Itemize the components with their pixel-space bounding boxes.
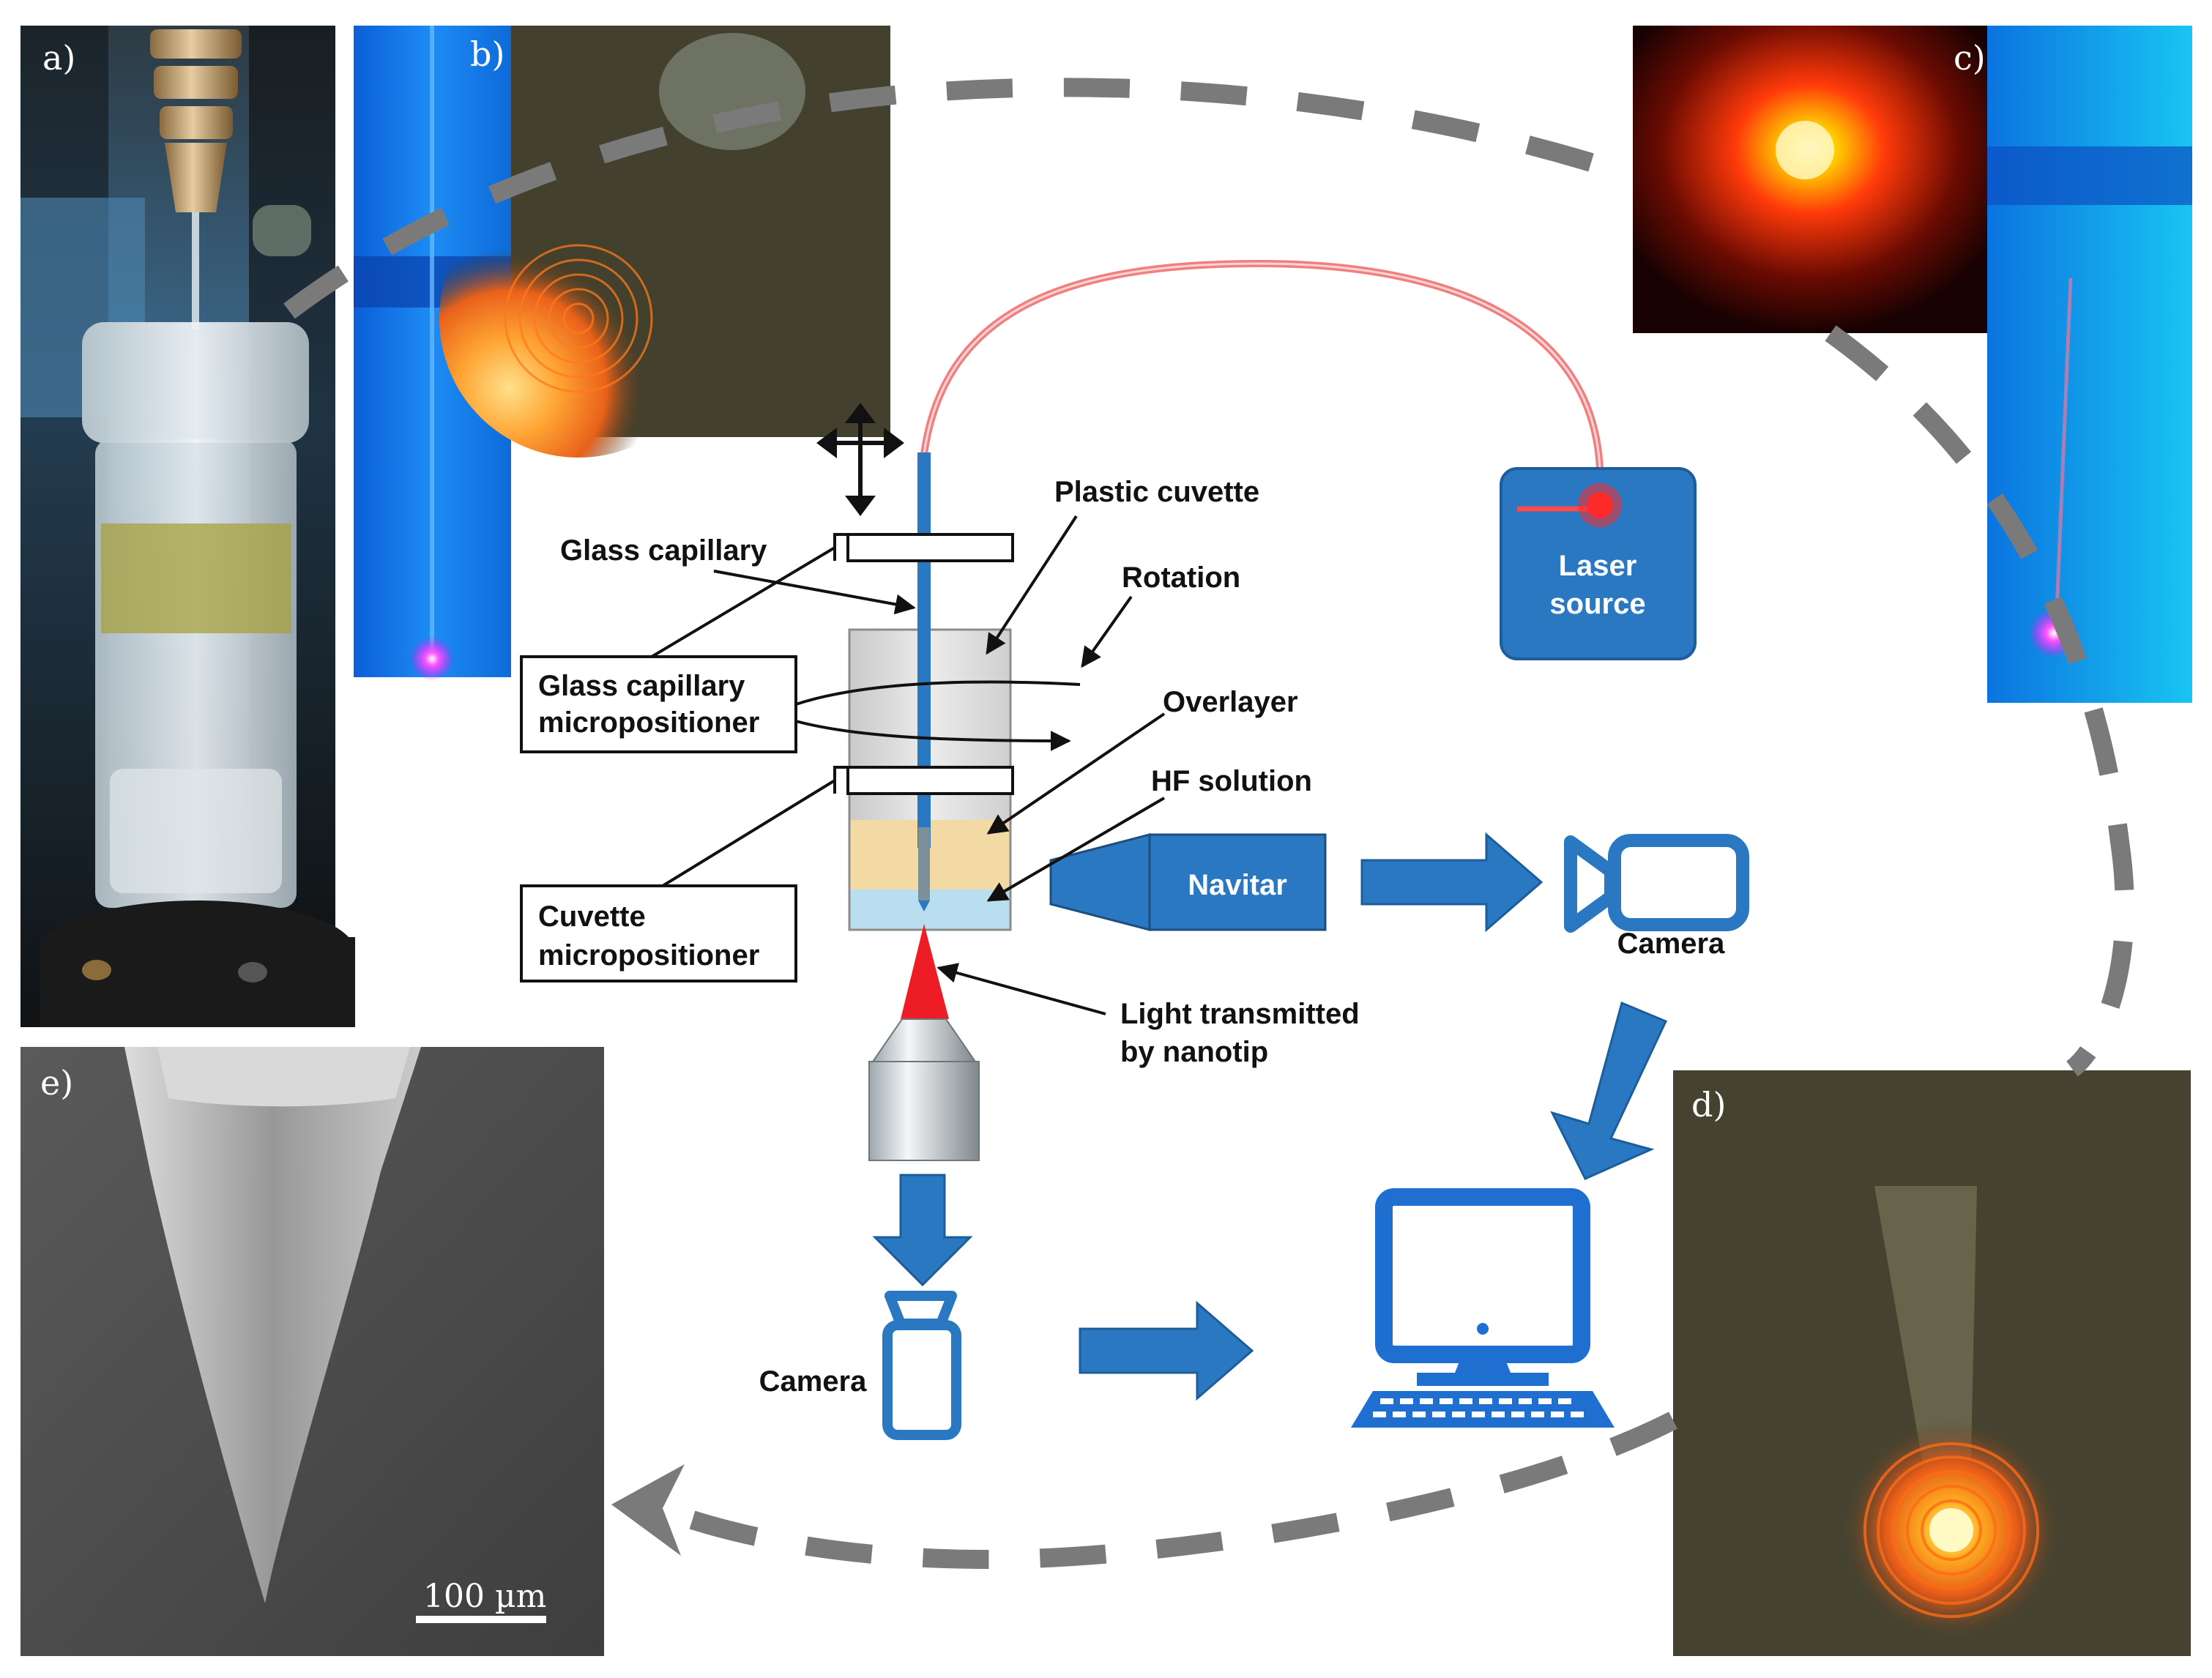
rotation-label: Rotation — [1122, 562, 1240, 594]
camera-right-label: Camera — [1617, 928, 1726, 960]
arrow-bottom-camera-to-computer — [1079, 1300, 1254, 1401]
light-transmitted-label-1: Light transmitted — [1120, 998, 1360, 1030]
light-transmitted-label-2: by nanotip — [1120, 1036, 1268, 1068]
panel-d-label: d) — [1691, 1085, 1726, 1125]
panel-d: d) — [1673, 1070, 2191, 1656]
arrow-camera-to-computer — [1550, 1001, 1668, 1180]
transmitted-light-cone — [901, 924, 949, 1019]
arrow-navitar-to-camera — [1360, 832, 1543, 933]
panel-e-label: e) — [40, 1063, 73, 1103]
navitar-lens: Navitar — [1049, 833, 1327, 931]
cuvette-clamp — [846, 766, 1014, 795]
scale-bar — [416, 1616, 546, 1623]
scale-bar-label: 100 µm — [423, 1578, 546, 1615]
plastic-cuvette-label: Plastic cuvette — [1054, 476, 1259, 508]
arrow-objective-to-camera — [872, 1174, 973, 1287]
panel-d-rings — [1863, 1442, 2039, 1618]
move-arrows-icon — [816, 403, 904, 516]
dashed-loop-arrowhead — [611, 1464, 685, 1556]
glass-capillary-micropositioner-line1: Glass capillary — [538, 670, 745, 702]
panel-a-photo: a) — [21, 26, 355, 1027]
panel-b-rings — [504, 244, 653, 393]
optical-fiber — [920, 259, 1604, 472]
navitar-label: Navitar — [1188, 869, 1287, 901]
glass-capillary-label: Glass capillary — [560, 534, 767, 567]
cuvette-micropositioner-line2: micropositioner — [538, 939, 759, 972]
panel-a-label: a) — [42, 38, 75, 78]
glass-capillary-micropositioner-box — [520, 655, 797, 753]
laser-source: Laser source — [1500, 467, 1697, 660]
panel-c-label: c) — [1954, 38, 1986, 78]
capillary-clamp — [846, 533, 1014, 562]
cuvette-micropositioner-box — [520, 884, 797, 982]
objective-lens — [868, 1018, 980, 1161]
overlayer-label: Overlayer — [1163, 686, 1298, 718]
laser-source-label-1: Laser — [1559, 550, 1637, 582]
laser-source-label-2: source — [1549, 588, 1645, 620]
dashed-loop — [283, 78, 2134, 1570]
panel-c: c) — [1633, 26, 2192, 703]
computer-icon — [1351, 1188, 1615, 1428]
camera-icon-bottom — [882, 1291, 961, 1440]
hf-solution-label: HF solution — [1151, 765, 1312, 797]
camera-bottom-label: Camera — [759, 1365, 868, 1398]
camera-icon-right — [1564, 834, 1749, 933]
glass-capillary-micropositioner-line2: micropositioner — [538, 706, 759, 739]
panel-e-sem: e) 100 µm — [21, 1047, 604, 1656]
cuvette-micropositioner-line1: Cuvette — [538, 900, 646, 933]
panel-b-label: b) — [470, 34, 504, 74]
panel-b: b) — [354, 26, 890, 681]
